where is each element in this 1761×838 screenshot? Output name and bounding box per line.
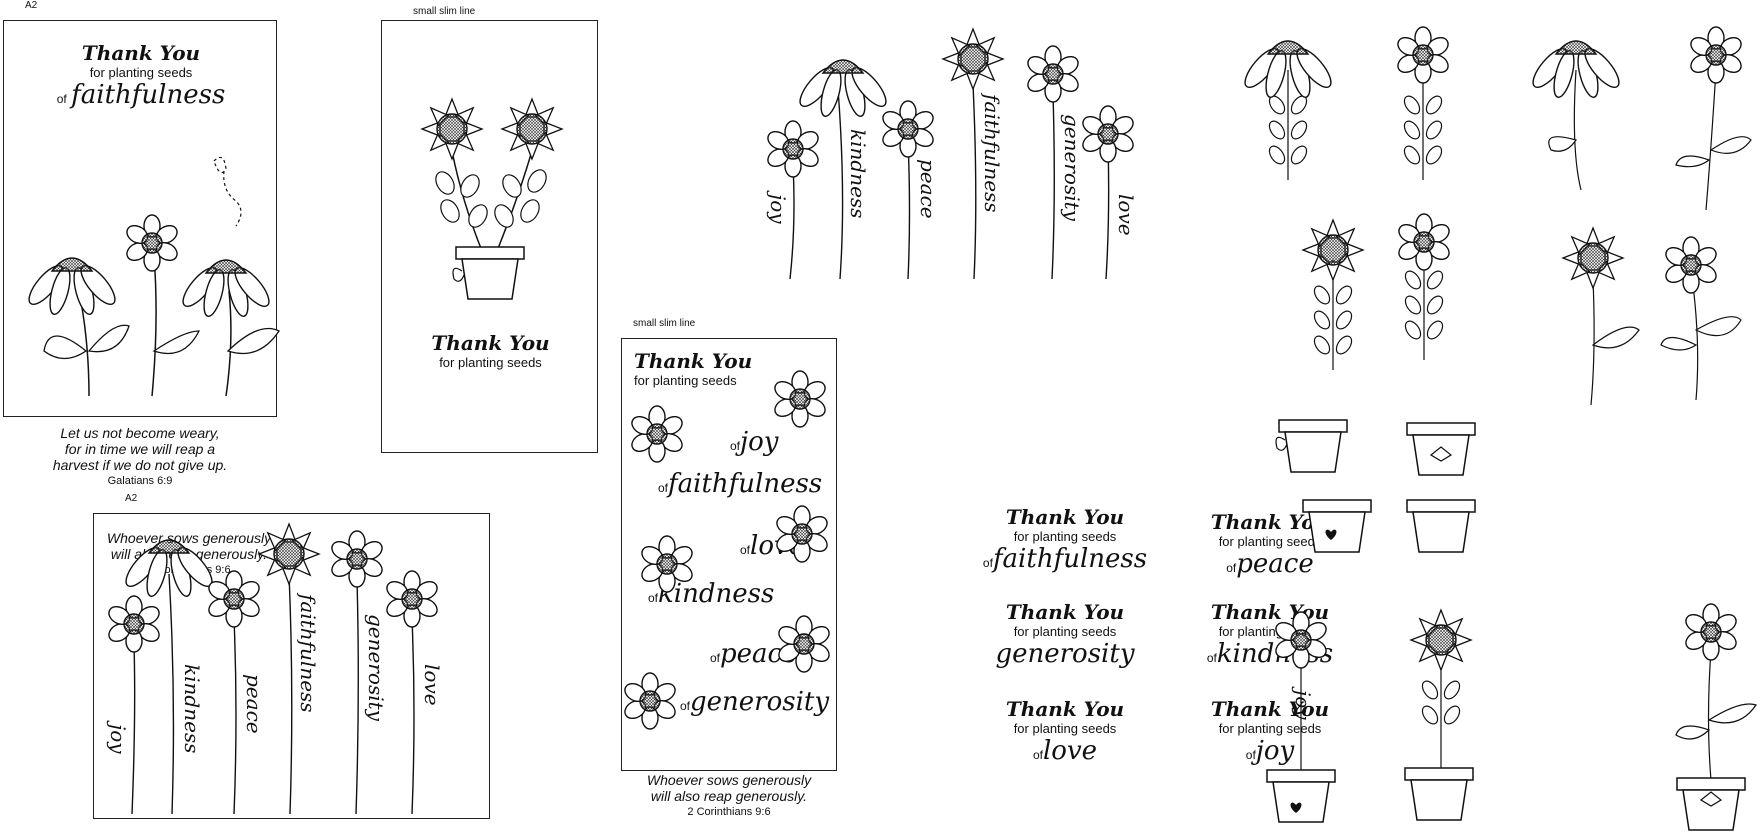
phrase-kindness: ofkindness <box>648 579 774 609</box>
planting-text: for planting seeds <box>634 373 737 388</box>
of-text: of <box>1032 748 1043 762</box>
generosity-text: generosity <box>690 687 830 717</box>
thank-you-text: Thank You <box>431 331 550 355</box>
love-text: love <box>1042 736 1098 766</box>
word-flowers <box>105 523 441 815</box>
sentiment-block: Thank You for planting seeds <box>382 331 599 370</box>
sentiment-block: Thank You for planting seeds <box>634 349 752 388</box>
stem-word-faithfulness: faithfulness <box>296 594 320 713</box>
stem-word-peace: peace <box>242 674 266 734</box>
kindness-text: kindness <box>658 579 775 609</box>
label-a2-bottom: A2 <box>125 493 138 504</box>
verse-line: Whoever sows generously <box>106 530 272 546</box>
verse-ref: 2 Corinthians 9:6 <box>687 806 771 818</box>
thank-you-text: Thank You <box>1005 600 1125 624</box>
flower-illustration <box>22 156 280 397</box>
sentiment-block: Thank You for planting seeds of faithful… <box>4 41 278 110</box>
planting-text: for planting seeds <box>1218 534 1322 549</box>
of-text: of <box>1206 651 1217 665</box>
stamp-elements <box>1238 26 1757 831</box>
stem-word-love: love <box>420 664 444 706</box>
scatter-flowers <box>621 370 833 730</box>
card-slim-sentiments: Thank You for planting seeds ofjoy offai… <box>621 338 837 771</box>
card-a2-thank-you: Thank You for planting seeds of faithful… <box>3 20 280 417</box>
stamp-sentiment-generosity: Thank You for planting seeds generosity <box>965 600 1165 669</box>
stamp-word-flowers: joy kindness peace faithfulness generosi… <box>748 14 1148 284</box>
stem-word-joy: joy <box>106 724 130 754</box>
of-text: of <box>982 556 993 570</box>
stem-word-generosity: generosity <box>1060 114 1084 221</box>
planting-text: for planting seeds <box>1013 721 1117 736</box>
faithfulness-text: faithfulness <box>992 544 1148 574</box>
stem-word-joy: joy <box>1291 690 1315 720</box>
label-a2-top: A2 <box>25 0 38 11</box>
of-text: of <box>56 92 67 106</box>
card-a2-word-flowers: Whoever sows generously will also reap g… <box>93 513 490 819</box>
phrase-joy: ofjoy <box>730 427 778 457</box>
planting-text: for planting seeds <box>1218 721 1322 736</box>
verse-line: Whoever sows generously <box>646 772 812 788</box>
stem-word-kindness: kindness <box>180 664 204 754</box>
of-text: of <box>658 481 669 495</box>
verse-corinthians-slim: Whoever sows generously will also reap g… <box>621 772 837 820</box>
stamp-sentiment-love: Thank You for planting seeds oflove <box>965 697 1165 766</box>
planting-text: for planting seeds <box>89 65 193 80</box>
phrase-faithfulness: offaithfulness <box>658 469 822 499</box>
planting-text: for planting seeds <box>1013 624 1117 639</box>
peace-text: peace <box>1236 549 1314 579</box>
stamp-sentiment-joy: Thank You for planting seeds ofjoy <box>1190 697 1350 766</box>
of-text: of <box>730 439 741 453</box>
faithfulness-text: faithfulness <box>668 469 823 499</box>
planting-text: for planting seeds <box>439 355 542 370</box>
stamp-sentiment-faithfulness: Thank You for planting seeds offaithfuln… <box>965 505 1165 574</box>
faithfulness-text: faithfulness <box>71 80 226 110</box>
stem-word-faithfulness: faithfulness <box>980 94 1004 213</box>
thank-you-text: Thank You <box>1210 697 1330 721</box>
thank-you-text: Thank You <box>634 349 753 373</box>
verse-line: harvest if we do not give up. <box>52 457 228 473</box>
word-flowers-art <box>764 28 1137 280</box>
of-text: of <box>710 651 721 665</box>
of-text: of <box>1226 561 1237 575</box>
generosity-text: generosity <box>995 639 1135 669</box>
stem-word-love: love <box>1114 194 1138 236</box>
stem-word-peace: peace <box>916 159 940 219</box>
verse-line: Let us not become weary, <box>60 425 220 441</box>
of-text: of <box>648 591 659 605</box>
label-slim-1: small slim line <box>413 6 476 17</box>
card-slim-potted: Thank You for planting seeds <box>381 20 598 453</box>
verse-ref: Galatians 6:9 <box>107 475 173 487</box>
thank-you-text: Thank You <box>1005 697 1125 721</box>
stem-word-kindness: kindness <box>846 129 870 219</box>
stem-word-joy: joy <box>766 194 790 224</box>
thank-you-text: Thank You <box>81 41 201 65</box>
of-text: of <box>1245 748 1256 762</box>
joy-text: joy <box>1255 736 1295 766</box>
verse-line: for in time we will reap a <box>64 441 216 457</box>
of-text: of <box>680 699 691 713</box>
verse-line: will also reap generously. <box>650 788 808 804</box>
thank-you-text: Thank You <box>1005 505 1125 529</box>
of-text: of <box>740 543 751 557</box>
stem-word-generosity: generosity <box>364 614 388 721</box>
label-slim-2: small slim line <box>633 318 696 329</box>
verse-galatians: Let us not become weary, for in time we … <box>3 425 277 489</box>
phrase-generosity: ofgenerosity <box>680 687 829 717</box>
potted-flowers <box>421 98 563 300</box>
planting-text: for planting seeds <box>1013 529 1117 544</box>
joy-text: joy <box>740 427 779 457</box>
